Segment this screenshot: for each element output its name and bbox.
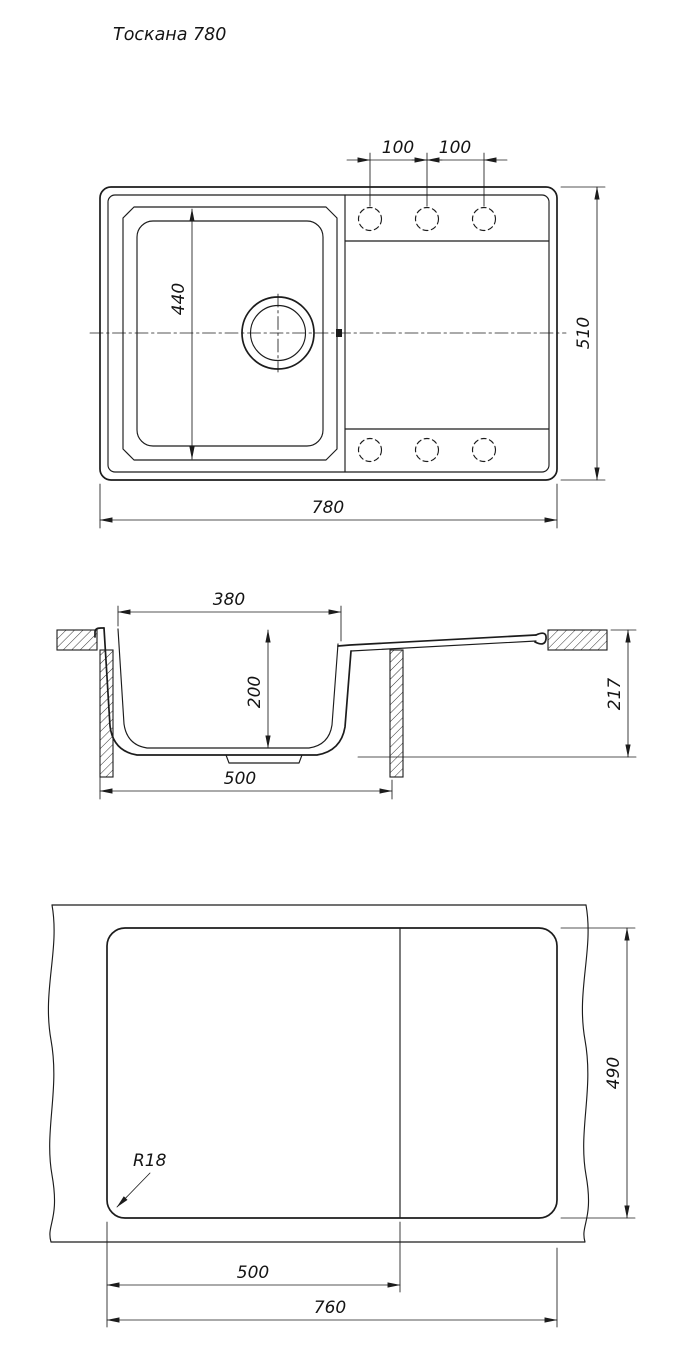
dim-label-bowl-bottom-width: 500 xyxy=(224,769,256,789)
cutout-rect xyxy=(106,927,558,1219)
dim-bowl-bottom-width: 500 xyxy=(99,687,393,800)
bowl-inner-edge xyxy=(136,220,324,447)
dim-label-overall-height: 217 xyxy=(605,678,625,711)
dim-overall-width: 780 xyxy=(99,483,558,529)
cabinet-panel-right xyxy=(389,649,404,778)
dim-cutout-width: 760 xyxy=(106,1221,558,1328)
break-line-right xyxy=(581,904,590,1243)
countertop-outline xyxy=(47,904,590,1243)
corner-radius-callout: R18 xyxy=(116,1151,167,1208)
dim-label-overall-depth: 510 xyxy=(574,317,594,349)
dim-bowl-length: 440 xyxy=(169,208,195,460)
dim-label-hole-pitch-right: 100 xyxy=(439,138,471,158)
dim-label-cutout-depth: 490 xyxy=(604,1057,624,1089)
dim-overall-height: 217 xyxy=(357,629,637,758)
dim-label-bowl-top-width: 380 xyxy=(213,590,245,610)
sink-outer-edge xyxy=(99,186,558,481)
dim-cutout-depth: 490 xyxy=(560,927,636,1219)
dim-label-bowl-cutout-width: 500 xyxy=(237,1263,269,1283)
drain-recess xyxy=(225,754,303,764)
dim-label-bowl-length: 440 xyxy=(169,283,189,315)
dim-overall-depth: 510 xyxy=(560,186,606,481)
dim-label-hole-pitch-left: 100 xyxy=(382,138,414,158)
countertop-right xyxy=(547,629,608,651)
dim-label-overall-width: 780 xyxy=(312,498,344,518)
cutout-view: R18 490 500 760 xyxy=(47,904,636,1328)
rim-curl xyxy=(534,632,547,645)
drawing-title: Тоскана 780 xyxy=(113,25,226,45)
tap-holes xyxy=(357,206,497,463)
section-view: 380 200 500 217 xyxy=(56,590,637,800)
dim-label-corner-radius: R18 xyxy=(133,1151,167,1171)
break-line-left xyxy=(47,904,56,1243)
dim-bowl-cutout-width: 500 xyxy=(106,1221,401,1293)
dim-bowl-top-width: 380 xyxy=(117,590,342,642)
bowl-outer-edge xyxy=(122,206,338,461)
sink-rim-inner-edge xyxy=(107,194,550,473)
dim-label-bowl-depth: 200 xyxy=(245,676,265,708)
dim-hole-pitch: 100 100 xyxy=(346,138,508,207)
countertop-left xyxy=(56,629,98,651)
dim-label-cutout-width: 760 xyxy=(314,1298,346,1318)
top-view: 100 100 510 440 780 xyxy=(89,138,606,529)
dim-bowl-depth: 200 xyxy=(245,629,271,749)
sink-section-profile xyxy=(94,627,547,764)
